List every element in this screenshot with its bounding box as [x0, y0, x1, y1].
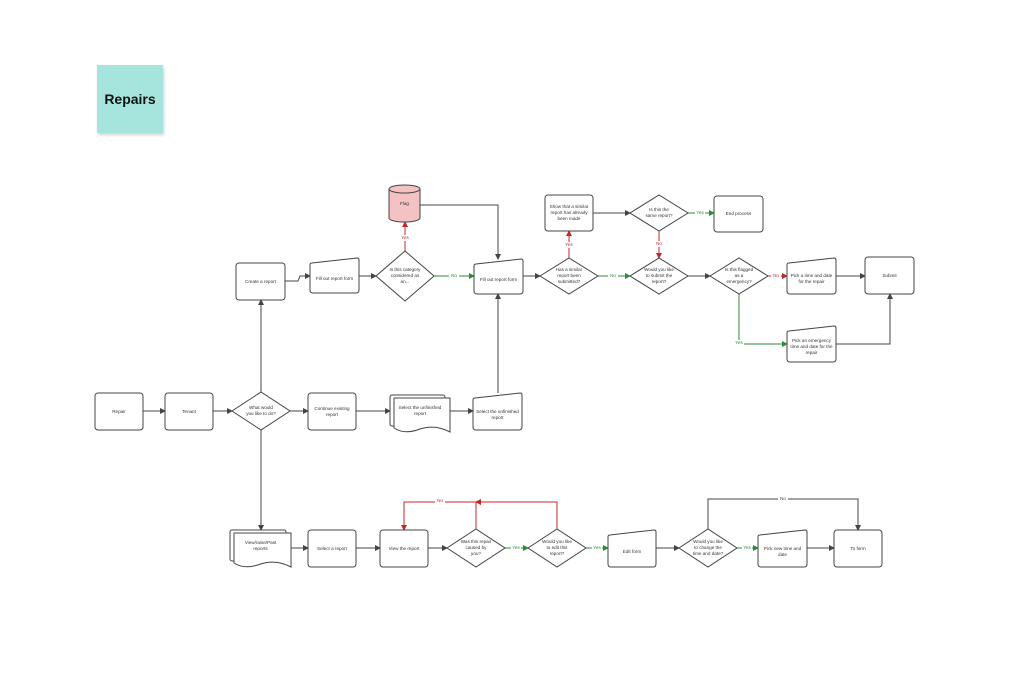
connector-arrow	[738, 294, 788, 347]
node-edit-q[interactable]: Would you like to edit this report?	[527, 528, 587, 568]
node-to-form[interactable]: To form	[833, 529, 883, 568]
node-create[interactable]: Create a report	[235, 262, 286, 301]
node-label: What would you like to do?	[246, 405, 276, 416]
node-label: Pick an emergency time and date for the …	[790, 338, 833, 355]
node-submit[interactable]: Submit	[864, 256, 915, 295]
node-end[interactable]: End process	[713, 195, 764, 233]
node-similar[interactable]: Has a similar report been submitted?	[539, 257, 599, 295]
node-fill1[interactable]: Fill out report form	[309, 257, 360, 296]
node-start[interactable]: Repair	[94, 392, 144, 431]
node-label: Would you like to submit the report?	[644, 267, 674, 284]
node-label: To form	[850, 545, 866, 551]
node-label: Has a similar report been submitted?	[555, 267, 583, 284]
node-label: Show that a similar report has already b…	[549, 204, 589, 221]
node-label: Create a report	[245, 278, 276, 284]
node-select-doc[interactable]: Select the unfinished report	[389, 394, 451, 433]
node-pick-time[interactable]: Pick a time and date for the repair	[786, 257, 837, 297]
edge-label: Yes	[401, 235, 409, 240]
node-label: Fill out report form	[315, 275, 354, 281]
edge-label: Yes	[593, 545, 601, 550]
node-view[interactable]: View the report	[379, 529, 429, 568]
edge-label: Yes	[735, 340, 743, 345]
connector-arrow	[475, 499, 558, 529]
node-label: Would you like to change the time and da…	[692, 539, 724, 556]
edge-label: No	[451, 273, 457, 278]
node-flag[interactable]: Flag	[388, 184, 421, 223]
edge-label: No	[773, 273, 779, 278]
connector-arrow	[285, 273, 311, 282]
node-label: Is this category considered as an...	[389, 267, 421, 284]
node-show-similar[interactable]: Show that a similar report has already b…	[544, 194, 594, 232]
edge-label: No	[437, 498, 443, 503]
node-same[interactable]: Is this the same report?	[629, 194, 689, 232]
node-submit-q[interactable]: Would you like to submit the report?	[629, 257, 689, 295]
node-category[interactable]: Is this category considered as an...	[375, 250, 435, 302]
node-label: Submit	[882, 272, 897, 278]
node-label: View the report	[388, 545, 420, 551]
edge-label: Yes	[696, 210, 704, 215]
node-label: Continue existing report	[314, 405, 350, 417]
node-fill2[interactable]: Fill out report form	[473, 258, 524, 297]
node-select-input[interactable]: Select the unfinished report	[472, 392, 523, 433]
node-flagged[interactable]: Is this flagged as a emergency?	[709, 257, 769, 295]
node-pick-new[interactable]: Pick new time and date	[757, 529, 808, 570]
node-label: Select the unfinished report	[398, 404, 442, 416]
node-label: End process	[725, 211, 752, 217]
edge-label: Yes	[743, 545, 751, 550]
diagram-title: Repairs	[97, 65, 163, 133]
node-label: Repair	[112, 408, 126, 414]
node-label: Is this the same report?	[645, 207, 673, 218]
node-label: Tenant	[182, 408, 196, 414]
connector-arrow	[836, 293, 893, 345]
node-past[interactable]: View/raise/Past reports	[229, 529, 292, 568]
node-label: View/raise/Past reports	[244, 539, 277, 551]
connector-arrow	[401, 501, 477, 531]
node-edit-form[interactable]: Edit form	[607, 529, 657, 570]
node-what-do[interactable]: What would you like to do?	[231, 391, 291, 431]
node-label: Fill out report form	[479, 276, 518, 282]
node-change-q[interactable]: Would you like to change the time and da…	[678, 528, 738, 568]
node-label: Select the unfinished report	[476, 408, 519, 420]
node-label: Pick a time and date for the repair	[790, 273, 833, 284]
edge-label: No	[656, 241, 662, 246]
edge-label: Yes	[512, 545, 520, 550]
node-label: Select a report	[317, 545, 347, 551]
connector-arrow	[707, 498, 861, 531]
node-label: Was this repair caused by you?	[460, 539, 492, 556]
node-label: Flag	[400, 200, 409, 206]
connector-arrow	[420, 204, 501, 260]
node-caused[interactable]: Was this repair caused by you?	[446, 528, 506, 568]
node-continue[interactable]: Continue existing report	[307, 392, 357, 431]
node-label: Would you like to edit this report?	[542, 539, 572, 556]
edge-label: Yes	[565, 242, 573, 247]
node-label: Edit form	[622, 548, 642, 554]
node-label: Pick new time and date	[763, 545, 802, 557]
edge-label: No	[610, 273, 616, 278]
node-tenant[interactable]: Tenant	[164, 392, 214, 431]
node-label: Is this flagged as a emergency?	[724, 267, 754, 284]
node-select-report[interactable]: Select a report	[307, 529, 357, 568]
edge-label: No	[780, 496, 786, 501]
node-pick-emerg[interactable]: Pick an emergency time and date for the …	[786, 325, 837, 365]
